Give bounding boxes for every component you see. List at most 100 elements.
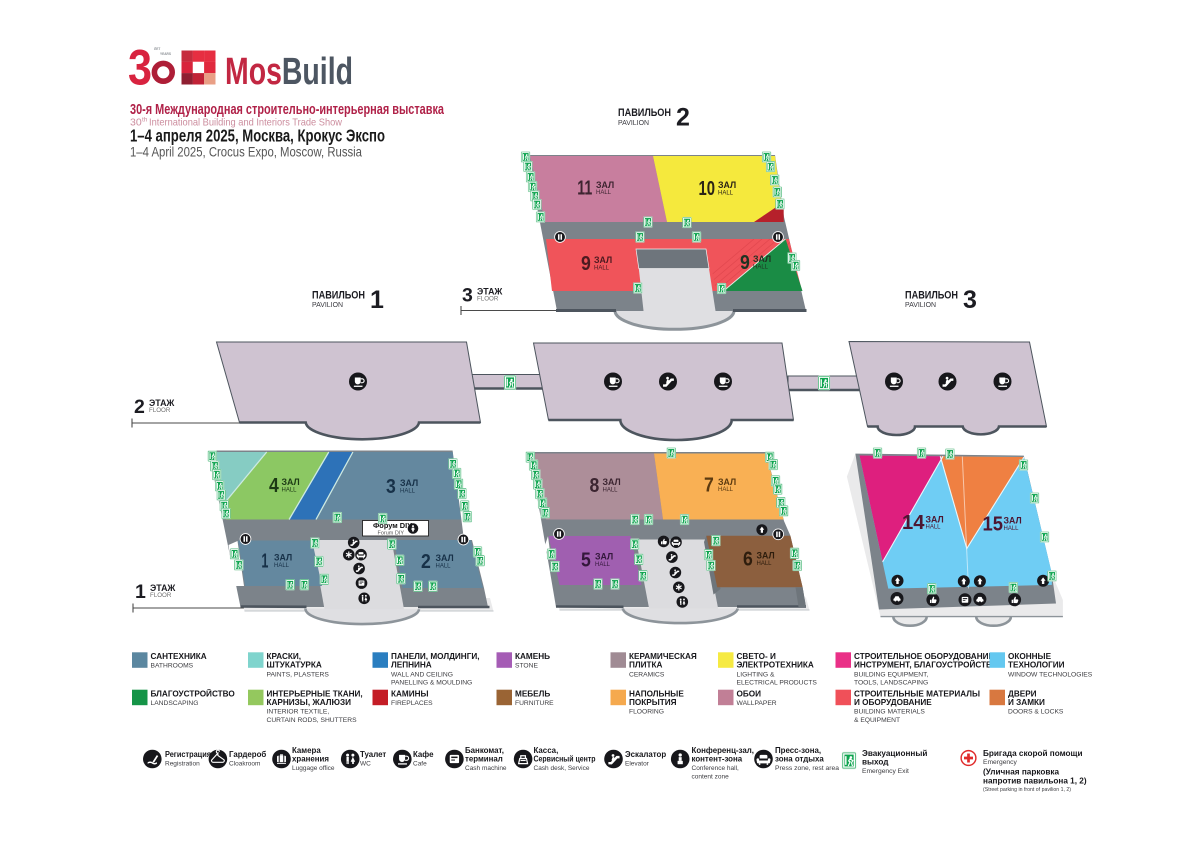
svg-text:PAINTS, PLASTERS: PAINTS, PLASTERS xyxy=(267,671,330,678)
svg-text:Банкомат,: Банкомат, xyxy=(465,746,504,755)
svg-text:выход: выход xyxy=(862,758,889,767)
svg-text:ЭТАЖ: ЭТАЖ xyxy=(477,287,502,297)
svg-text:КАМЕНЬ: КАМЕНЬ xyxy=(515,652,550,661)
svg-text:Эвакуационный: Эвакуационный xyxy=(862,749,927,758)
svg-text:ЭЛЕКТРОТЕХНИКА: ЭЛЕКТРОТЕХНИКА xyxy=(737,661,814,670)
svg-text:HALL: HALL xyxy=(274,563,290,569)
svg-text:DOORS & LOCKS: DOORS & LOCKS xyxy=(1008,709,1064,716)
svg-text:BATHROOMS: BATHROOMS xyxy=(151,663,194,670)
svg-text:3: 3 xyxy=(128,40,152,96)
svg-text:Сервисный центр: Сервисный центр xyxy=(534,755,596,764)
svg-text:ТЕХНОЛОГИИ: ТЕХНОЛОГИИ xyxy=(1008,661,1065,670)
svg-text:ЗАЛ: ЗАЛ xyxy=(926,514,944,524)
svg-text:Luggage office: Luggage office xyxy=(292,765,335,772)
svg-text:ЗАЛ: ЗАЛ xyxy=(436,553,454,563)
svg-text:FLOOR: FLOOR xyxy=(149,407,171,414)
svg-text:Elevator: Elevator xyxy=(625,761,650,768)
svg-text:зона отдыха: зона отдыха xyxy=(775,755,824,764)
svg-text:терминал: терминал xyxy=(465,755,503,764)
svg-text:2: 2 xyxy=(134,396,145,418)
svg-text:ДВЕРИ: ДВЕРИ xyxy=(1008,690,1037,699)
svg-text:ЗАЛ: ЗАЛ xyxy=(400,478,418,488)
svg-text:2: 2 xyxy=(421,551,431,573)
svg-text:HALL: HALL xyxy=(757,561,773,567)
svg-text:ЗАЛ: ЗАЛ xyxy=(282,477,300,487)
svg-text:1–4 April 2025, Crocus Expo, M: 1–4 April 2025, Crocus Expo, Moscow, Rus… xyxy=(130,144,362,160)
svg-text:Камера: Камера xyxy=(292,746,321,755)
svg-text:LANDSCAPING: LANDSCAPING xyxy=(151,700,199,707)
svg-text:ПАВИЛЬОН: ПАВИЛЬОН xyxy=(618,107,671,119)
svg-text:КАМИНЫ: КАМИНЫ xyxy=(391,690,429,699)
svg-text:ПАВИЛЬОН: ПАВИЛЬОН xyxy=(312,289,365,301)
svg-text:ЗАЛ: ЗАЛ xyxy=(603,477,621,487)
svg-text:Эскалатор: Эскалатор xyxy=(625,750,666,759)
svg-text:HALL: HALL xyxy=(400,489,416,495)
svg-text:15: 15 xyxy=(983,513,1004,535)
svg-text:МЕБЕЛЬ: МЕБЕЛЬ xyxy=(515,690,550,699)
svg-text:3: 3 xyxy=(963,286,977,314)
svg-text:ЗАЛ: ЗАЛ xyxy=(1004,516,1022,526)
svg-text:ЗАЛ: ЗАЛ xyxy=(594,255,612,265)
svg-text:Касса,: Касса, xyxy=(534,746,559,755)
svg-text:(Street parking in front of pa: (Street parking in front of pavilion 1, … xyxy=(983,787,1071,793)
svg-text:th: th xyxy=(142,117,148,124)
svg-text:Регистрация: Регистрация xyxy=(165,750,211,759)
svg-text:КРАСКИ,: КРАСКИ, xyxy=(267,652,302,661)
svg-text:хранения: хранения xyxy=(292,755,329,764)
svg-text:Конференц-зал,: Конференц-зал, xyxy=(692,746,754,755)
svg-text:Гардероб: Гардероб xyxy=(229,750,266,759)
svg-text:И ОБОРУДОВАНИЕ: И ОБОРУДОВАНИЕ xyxy=(854,698,932,707)
svg-text:ЗАЛ: ЗАЛ xyxy=(718,477,736,487)
svg-text:Cloakroom: Cloakroom xyxy=(229,761,260,768)
svg-text:ИНСТРУМЕНТ, БЛАГОУСТРОЙСТВО: ИНСТРУМЕНТ, БЛАГОУСТРОЙСТВО xyxy=(854,659,999,670)
svg-text:ОКОННЫЕ: ОКОННЫЕ xyxy=(1008,652,1052,661)
svg-text:STONE: STONE xyxy=(515,663,538,670)
svg-text:СВЕТО- И: СВЕТО- И xyxy=(737,652,776,661)
svg-text:КЕРАМИЧЕСКАЯ: КЕРАМИЧЕСКАЯ xyxy=(629,652,697,661)
svg-text:ELECTRICAL PRODUCTS: ELECTRICAL PRODUCTS xyxy=(737,680,818,687)
svg-text:30: 30 xyxy=(130,117,142,129)
svg-text:FURNITURE: FURNITURE xyxy=(515,700,554,707)
svg-text:Conference hall,: Conference hall, xyxy=(692,765,740,772)
svg-text:CURTAIN RODS, SHUTTERS: CURTAIN RODS, SHUTTERS xyxy=(267,717,358,724)
svg-text:Press zone, rest area: Press zone, rest area xyxy=(775,765,839,772)
svg-text:WC: WC xyxy=(360,761,371,768)
svg-text:HALL: HALL xyxy=(282,488,298,494)
svg-text:(Уличная парковка: (Уличная парковка xyxy=(983,768,1059,777)
svg-text:YEARS: YEARS xyxy=(160,52,171,56)
svg-text:10: 10 xyxy=(699,178,716,200)
svg-text:3: 3 xyxy=(462,285,473,307)
svg-text:3: 3 xyxy=(386,476,396,498)
svg-text:PAVILION: PAVILION xyxy=(312,302,343,309)
svg-text:ЛЕПНИНА: ЛЕПНИНА xyxy=(391,661,432,670)
svg-text:ПОКРЫТИЯ: ПОКРЫТИЯ xyxy=(629,698,677,707)
svg-text:Пресс-зона,: Пресс-зона, xyxy=(775,746,821,755)
svg-text:напротив павильона 1, 2): напротив павильона 1, 2) xyxy=(983,777,1087,786)
svg-text:Туалет: Туалет xyxy=(360,750,386,759)
svg-text:WALLPAPER: WALLPAPER xyxy=(737,700,777,707)
svg-text:ПАВИЛЬОН: ПАВИЛЬОН xyxy=(905,289,958,301)
svg-text:9: 9 xyxy=(740,252,750,274)
svg-text:HALL: HALL xyxy=(1004,526,1020,532)
svg-text:5: 5 xyxy=(581,549,591,571)
svg-text:ОБОИ: ОБОИ xyxy=(737,690,762,699)
svg-text:2: 2 xyxy=(676,104,690,132)
svg-text:& EQUIPMENT: & EQUIPMENT xyxy=(854,717,900,724)
svg-text:HALL: HALL xyxy=(603,488,619,494)
svg-text:ШТУКАТУРКА: ШТУКАТУРКА xyxy=(267,661,322,670)
svg-text:ЗАЛ: ЗАЛ xyxy=(757,551,775,561)
svg-text:Registration: Registration xyxy=(165,761,200,768)
svg-text:MosBuild: MosBuild xyxy=(225,51,353,93)
svg-text:PAVILION: PAVILION xyxy=(618,120,649,127)
svg-text:ЗАЛ: ЗАЛ xyxy=(753,254,771,264)
svg-text:Форум DIY: Форум DIY xyxy=(373,521,412,530)
svg-text:контент-зона: контент-зона xyxy=(692,755,743,764)
svg-text:КАРНИЗЫ, ЖАЛЮЗИ: КАРНИЗЫ, ЖАЛЮЗИ xyxy=(267,698,352,707)
svg-text:BUILDING EQUIPMENT,: BUILDING EQUIPMENT, xyxy=(854,671,928,678)
svg-text:Emergency Exit: Emergency Exit xyxy=(862,768,909,775)
svg-text:HALL: HALL xyxy=(594,266,610,272)
svg-text:СТРОИТЕЛЬНЫЕ МАТЕРИАЛЫ: СТРОИТЕЛЬНЫЕ МАТЕРИАЛЫ xyxy=(854,690,980,699)
svg-text:9: 9 xyxy=(581,253,591,275)
svg-text:ЛЕТ: ЛЕТ xyxy=(154,47,160,51)
svg-text:САНТЕХНИКА: САНТЕХНИКА xyxy=(151,652,207,661)
